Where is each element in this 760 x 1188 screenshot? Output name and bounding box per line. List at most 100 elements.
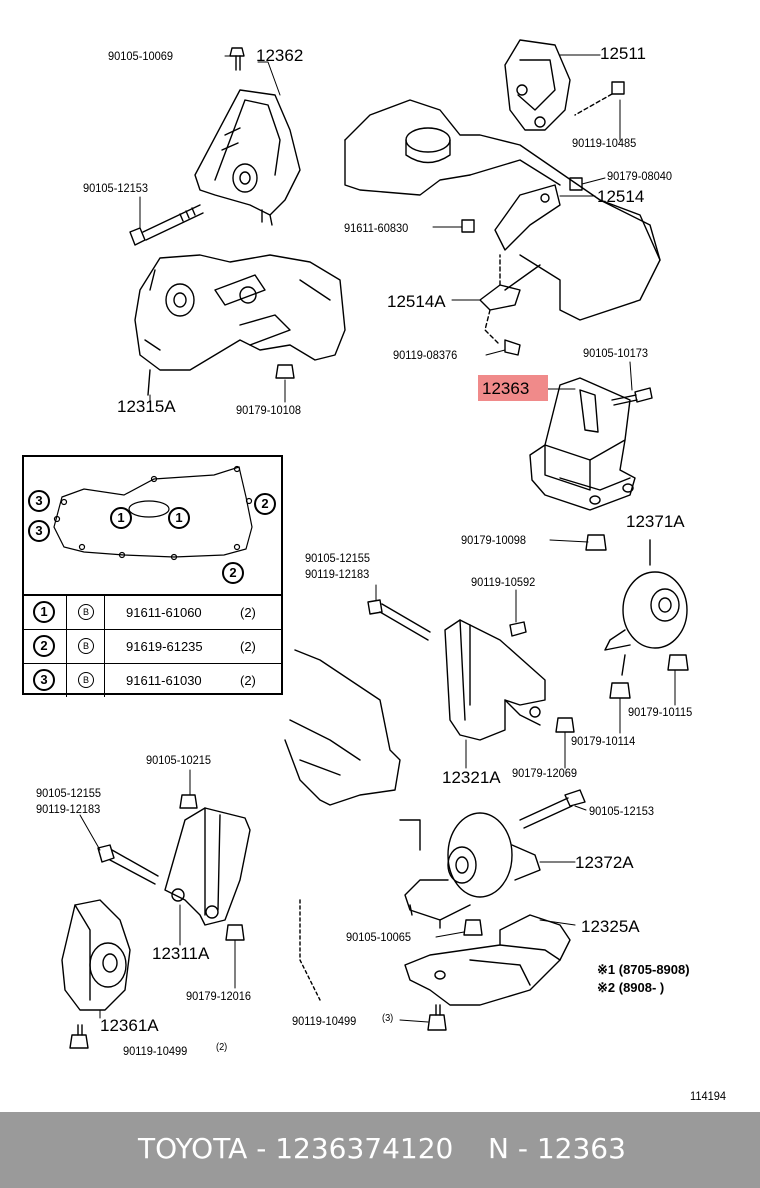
mount-12372A — [404, 812, 541, 929]
bolt-90119-10485 — [574, 81, 625, 116]
legend-table: 1 B 91611-61060 (2) 2 B 91619-61235 (2) … — [24, 594, 281, 697]
bracket-12514A — [479, 254, 541, 346]
footer-part-number: TOYOTA - 1236374120 — [138, 1132, 454, 1165]
bolt-90105-10065 — [463, 919, 483, 936]
label-90119-12183-lower[interactable]: 90119-12183 — [36, 802, 101, 816]
label-90119-10485[interactable]: 90119-10485 — [572, 136, 637, 150]
label-12372A[interactable]: 12372A — [575, 853, 634, 872]
legend-row-part[interactable]: 91619-61235 — [126, 639, 203, 654]
bracket-12325A — [404, 914, 571, 1006]
legend-row-part[interactable]: 91611-61030 — [126, 673, 202, 688]
label-90179-08040[interactable]: 90179-08040 — [607, 169, 673, 183]
legend-row-mark: B — [78, 672, 94, 688]
bolt-90119-10592 — [509, 621, 527, 637]
bolt-90105-12155-upper — [367, 599, 431, 641]
label-12514[interactable]: 12514 — [597, 187, 645, 206]
label-12321A[interactable]: 12321A — [442, 768, 501, 787]
label-91611-60830[interactable]: 91611-60830 — [344, 221, 409, 235]
label-90105-12153-top[interactable]: 90105-12153 — [83, 181, 149, 195]
nut-90179-12069 — [555, 717, 575, 733]
nut-91611-60830 — [461, 219, 475, 233]
nut-90179-10115 — [609, 654, 689, 699]
bolt-90105-10069 — [229, 47, 245, 71]
label-90105-12155-lower[interactable]: 90105-12155 — [36, 786, 102, 800]
label-qty-2: (2) — [216, 1042, 228, 1053]
label-90179-10108[interactable]: 90179-10108 — [236, 403, 302, 417]
legend-row-num: 1 — [33, 601, 55, 623]
transmission-case-outline — [284, 649, 421, 1001]
bolt-90119-08376 — [504, 339, 521, 356]
label-12311A[interactable]: 12311A — [152, 944, 210, 963]
bracket-12321A — [444, 619, 546, 741]
footer-bar: TOYOTA - 1236374120 N - 12363 — [0, 1112, 760, 1188]
bracket-12311A — [164, 807, 251, 926]
cover-12315A — [134, 254, 346, 396]
label-90119-08376[interactable]: 90119-08376 — [393, 348, 458, 362]
nut-90179-10098 — [585, 534, 607, 551]
bolt-90119-10499-b — [427, 1004, 447, 1031]
legend-row-num: 2 — [33, 635, 55, 657]
legend-callout-3b: 3 — [28, 520, 50, 542]
label-90119-10499-a[interactable]: 90119-10499 — [123, 1044, 188, 1058]
label-12511[interactable]: 12511 — [600, 44, 647, 63]
note-1: ※1 (8705-8908) — [597, 962, 690, 977]
legend-row-3: 3 B 91611-61030 (2) — [24, 664, 281, 697]
mount-12371A — [604, 539, 688, 676]
label-90119-12183-upper[interactable]: 90119-12183 — [305, 567, 370, 581]
legend-row-part[interactable]: 91611-61060 — [126, 605, 202, 620]
label-90105-10065[interactable]: 90105-10065 — [346, 930, 412, 944]
bolt-90105-10173 — [611, 387, 653, 406]
bolt-90105-12153-lower — [519, 789, 586, 829]
bolt-90105-12155-lower — [97, 844, 159, 885]
nut-90179-12016 — [225, 924, 245, 941]
label-90105-12155-upper[interactable]: 90105-12155 — [305, 551, 371, 565]
legend-callout-2b: 2 — [222, 562, 244, 584]
legend-callout-1a: 1 — [110, 507, 132, 529]
bolt-legend: 3 3 1 1 2 2 1 B 91611-61060 (2) 2 B 9161… — [22, 455, 283, 697]
note-2: ※2 (8908- ) — [597, 980, 665, 995]
label-90179-12016[interactable]: 90179-12016 — [186, 989, 252, 1003]
legend-sketch — [53, 465, 253, 561]
mount-12363 — [529, 377, 636, 511]
label-90179-12069[interactable]: 90179-12069 — [512, 766, 578, 780]
part-highlight — [478, 375, 548, 401]
label-90179-10098[interactable]: 90179-10098 — [461, 533, 527, 547]
legend-row-2: 2 B 91619-61235 (2) — [24, 630, 281, 664]
legend-callout-1b: 1 — [168, 507, 190, 529]
bolt-90105-12153-top — [129, 204, 204, 246]
label-12363[interactable]: 12363 — [482, 379, 530, 398]
label-90105-10069[interactable]: 90105-10069 — [108, 49, 174, 63]
legend-callout-3a: 3 — [28, 490, 50, 512]
nut-90179-10108 — [275, 364, 295, 379]
label-90179-10115[interactable]: 90179-10115 — [628, 705, 693, 719]
label-90105-12153-lower[interactable]: 90105-12153 — [589, 804, 655, 818]
diagram-id: 114194 — [690, 1089, 727, 1103]
legend-row-mark: B — [78, 638, 94, 654]
label-90105-10173[interactable]: 90105-10173 — [583, 346, 649, 360]
label-12315A[interactable]: 12315A — [117, 397, 176, 416]
label-12514A[interactable]: 12514A — [387, 292, 446, 311]
leader-lines — [79, 54, 676, 1023]
bracket-12511 — [504, 39, 571, 131]
legend-row-num: 3 — [33, 669, 55, 691]
mount-12361A — [61, 899, 131, 1011]
legend-row-1: 1 B 91611-61060 (2) — [24, 596, 281, 630]
legend-callout-2a: 2 — [254, 493, 276, 515]
legend-row-mark: B — [78, 604, 94, 620]
label-90105-10215[interactable]: 90105-10215 — [146, 753, 212, 767]
label-12325A[interactable]: 12325A — [581, 917, 640, 936]
bracket-12362 — [194, 89, 301, 226]
label-90119-10499-b[interactable]: 90119-10499 — [292, 1014, 357, 1028]
bolt-90105-10215 — [179, 794, 198, 809]
bracket-12514 — [494, 177, 583, 251]
legend-row-qty: (2) — [240, 605, 256, 620]
footer-ref: N - 12363 — [488, 1132, 626, 1165]
label-qty-3: (3) — [382, 1013, 394, 1024]
label-90119-10592[interactable]: 90119-10592 — [471, 575, 536, 589]
label-12362[interactable]: 12362 — [256, 46, 304, 65]
label-12361A[interactable]: 12361A — [100, 1016, 159, 1035]
label-12371A[interactable]: 12371A — [626, 512, 685, 531]
label-90179-10114[interactable]: 90179-10114 — [571, 734, 636, 748]
legend-row-qty: (2) — [240, 673, 256, 688]
bolt-90119-10499-a — [69, 1024, 89, 1049]
